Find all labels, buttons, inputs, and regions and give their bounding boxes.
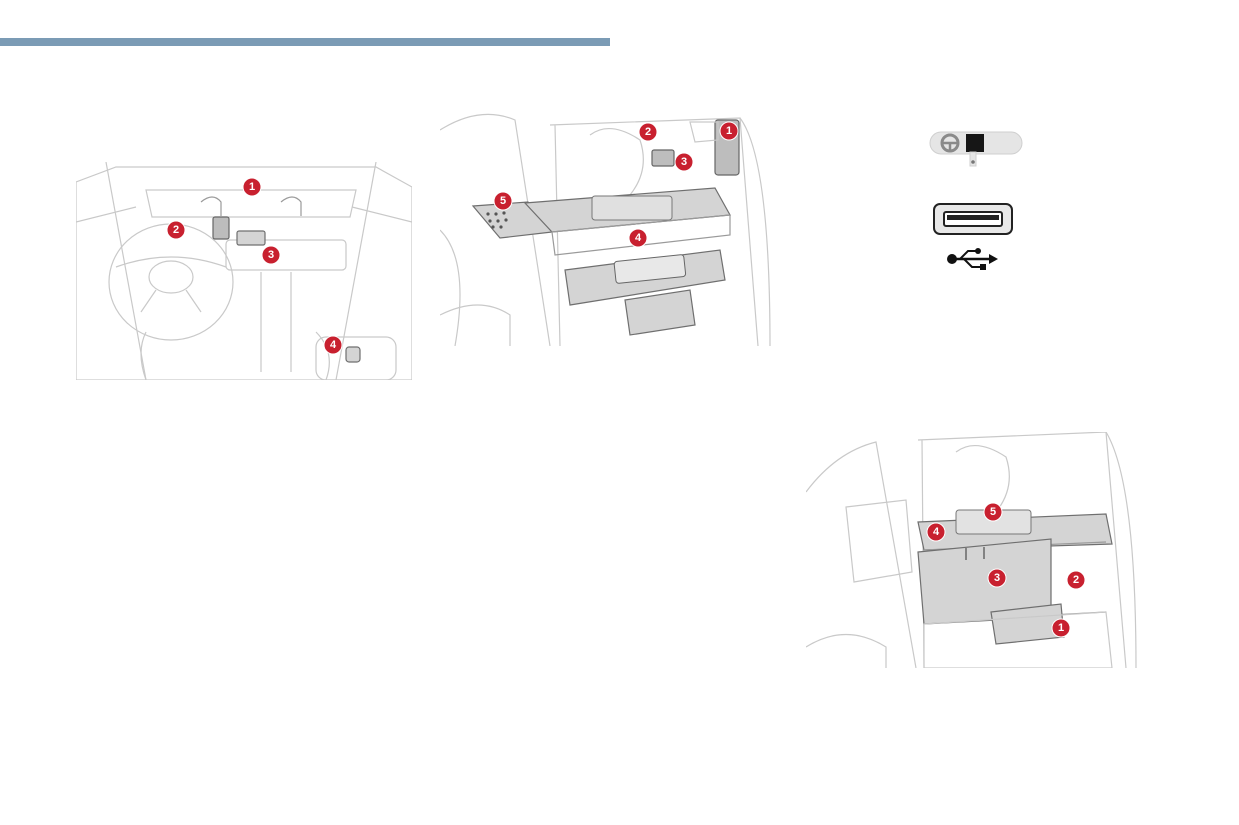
callout-number: 2 [173,224,179,236]
callout-number: 1 [249,181,255,193]
callout-badge: 2 [1066,570,1086,590]
callout-number: 5 [500,195,506,207]
cabin-illustration [76,162,412,380]
callout-number: 4 [330,339,337,351]
boot-loaded-illustration [806,432,1137,668]
callout-badge: 4 [926,522,946,542]
callout-badge: 5 [493,191,513,211]
callout-badge: 3 [987,568,1007,588]
callout-number: 4 [635,232,642,244]
callout-number: 3 [994,572,1000,584]
callout-badge: 2 [638,122,658,142]
callout-number: 1 [1058,622,1064,634]
rear-view-mirror-icon [929,131,1023,167]
callout-badge: 4 [323,335,343,355]
callout-badge: 4 [628,228,648,248]
callout-number: 2 [645,126,651,138]
callout-number: 1 [726,125,732,137]
callout-badge: 2 [166,220,186,240]
callout-badge: 3 [261,245,281,265]
callout-badge: 1 [1051,618,1071,638]
usb-symbol-icon [947,248,998,270]
callout-badge: 5 [983,502,1003,522]
callout-badge: 1 [719,121,739,141]
callout-badge: 1 [242,177,262,197]
callout-badge: 3 [674,152,694,172]
header-bar [0,38,610,46]
callout-number: 5 [990,506,996,518]
boot-side-illustration [440,113,771,346]
callout-number: 3 [268,249,274,261]
callout-number: 3 [681,156,687,168]
callout-number: 4 [933,526,940,538]
callout-number: 2 [1073,574,1079,586]
usb-port-icon [933,203,1013,235]
